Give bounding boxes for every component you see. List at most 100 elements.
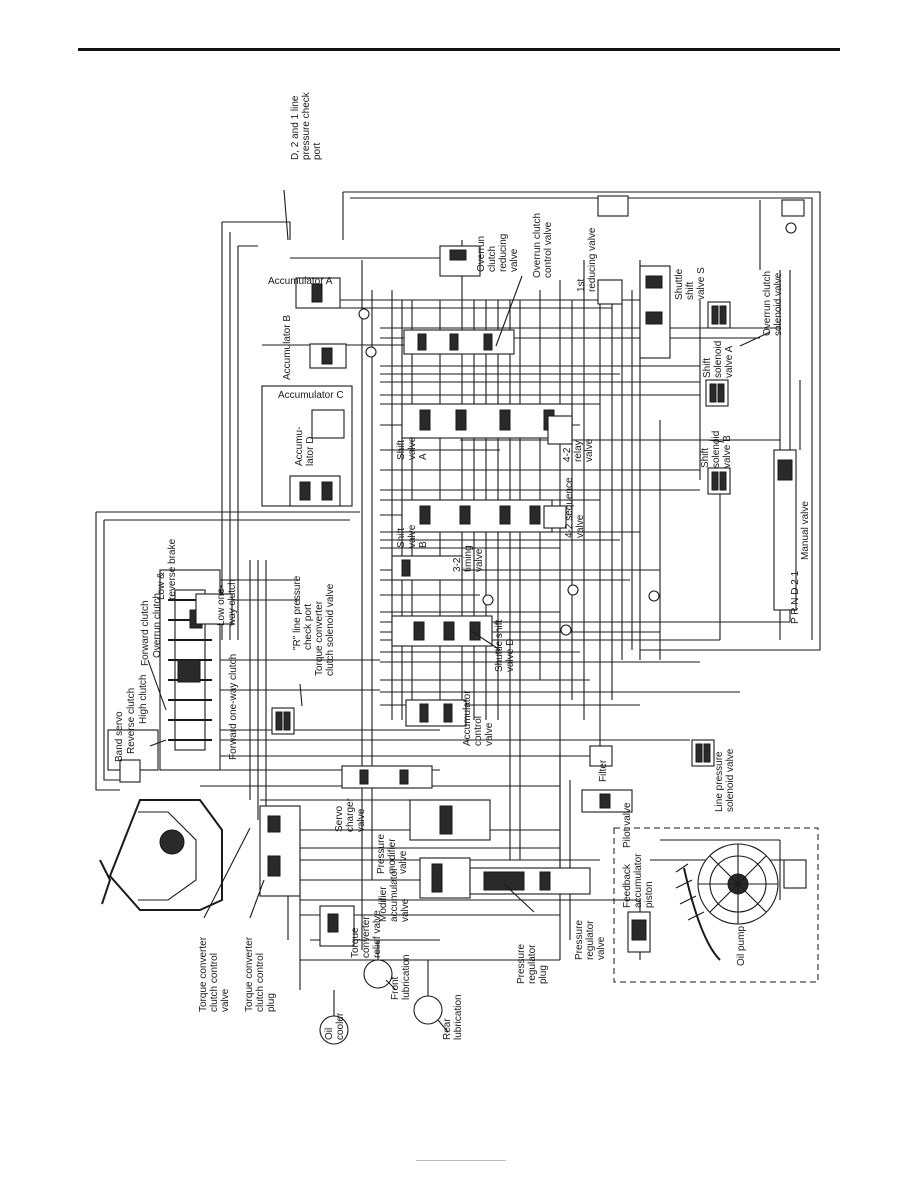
label-reverse-clutch: Reverse clutch bbox=[126, 688, 137, 754]
svg-text:converter: converter bbox=[361, 916, 372, 958]
svg-text:1st: 1st bbox=[576, 278, 587, 292]
svg-text:Oil pump: Oil pump bbox=[736, 926, 747, 966]
svg-text:solenoid: solenoid bbox=[713, 341, 724, 378]
svg-text:4-2 sequence: 4-2 sequence bbox=[564, 477, 575, 538]
svg-text:B: B bbox=[418, 541, 429, 548]
svg-text:valve: valve bbox=[484, 722, 495, 746]
label-accumulator-control-valve: Accumulator control valve bbox=[462, 690, 495, 746]
label-forward-one-way-clutch: Forward one-way clutch bbox=[228, 654, 239, 760]
label-relay-valve-4-2: 4-2 relay valve bbox=[562, 438, 595, 462]
svg-text:Filter: Filter bbox=[598, 759, 609, 782]
svg-text:control valve: control valve bbox=[543, 221, 554, 278]
page-header-rule bbox=[78, 48, 840, 51]
svg-text:Reverse clutch: Reverse clutch bbox=[126, 688, 137, 754]
svg-text:valve: valve bbox=[400, 898, 411, 922]
lubrication-circuits bbox=[319, 940, 443, 1045]
label-forward-clutch: Forward clutch bbox=[140, 600, 151, 666]
svg-text:High clutch: High clutch bbox=[138, 675, 149, 724]
label-modifier-accumulator-valve: Modifier accumulator valve bbox=[378, 867, 411, 922]
label-overrun-clutch: Overrun clutch bbox=[152, 593, 163, 658]
svg-text:Shift: Shift bbox=[396, 440, 407, 460]
svg-text:clutch: clutch bbox=[487, 246, 498, 272]
svg-text:Servo: Servo bbox=[334, 805, 345, 832]
svg-text:Oil: Oil bbox=[324, 1028, 335, 1040]
svg-text:relay: relay bbox=[573, 440, 584, 462]
label-line-pressure-solenoid-valve: Line pressure solenoid valve bbox=[714, 748, 736, 812]
label-torque-converter-clutch-solenoid-valve: Torque converter clutch solenoid valve bbox=[314, 583, 336, 676]
svg-text:Pressure: Pressure bbox=[574, 920, 585, 960]
label-shuttle-shift-valve-d: Shuttle shift valve D bbox=[494, 620, 516, 672]
label-overrun-clutch-solenoid-valve: Overrun clutch solenoid valve bbox=[762, 271, 784, 336]
svg-text:reducing valve: reducing valve bbox=[587, 227, 598, 292]
svg-text:Shuttle: Shuttle bbox=[674, 268, 685, 300]
svg-text:valve B: valve B bbox=[722, 435, 733, 468]
svg-text:Feedback: Feedback bbox=[622, 863, 633, 908]
label-shift-solenoid-valve-a: Shift solenoid valve A bbox=[702, 341, 735, 378]
svg-text:valve: valve bbox=[407, 524, 418, 548]
svg-text:4-2: 4-2 bbox=[562, 447, 573, 462]
svg-text:plug: plug bbox=[538, 965, 549, 984]
svg-text:Accumulator B: Accumulator B bbox=[282, 315, 293, 380]
svg-text:valve: valve bbox=[220, 988, 231, 1012]
svg-text:valve: valve bbox=[509, 248, 520, 272]
svg-text:modifier: modifier bbox=[387, 838, 398, 874]
svg-text:valve: valve bbox=[596, 936, 607, 960]
label-shift-solenoid-valve-b: Shift solenoid valve B bbox=[700, 431, 733, 468]
svg-text:Accumu-: Accumu- bbox=[294, 427, 305, 466]
svg-text:solenoid: solenoid bbox=[711, 431, 722, 468]
label-rear-lubrication: Rear lubrication bbox=[442, 994, 464, 1040]
label-feedback-accumulator-piston: Feedback accumulator piston bbox=[622, 853, 655, 908]
clutch-pack-section bbox=[107, 569, 233, 783]
svg-text:lubrication: lubrication bbox=[453, 994, 464, 1040]
label-low-reverse-brake: Low & reverse brake bbox=[156, 538, 178, 600]
svg-text:timing: timing bbox=[463, 545, 474, 572]
svg-text:clutch solenoid valve: clutch solenoid valve bbox=[325, 583, 336, 676]
svg-text:solenoid valve: solenoid valve bbox=[725, 748, 736, 812]
hydraulic-passages bbox=[95, 191, 821, 990]
svg-text:valve: valve bbox=[356, 808, 367, 832]
label-shift-valve-a: Shift valve A bbox=[396, 436, 429, 460]
label-pressure-regulator-valve: Pressure regulator valve bbox=[574, 920, 607, 960]
svg-text:valve A: valve A bbox=[724, 345, 735, 378]
svg-text:valve: valve bbox=[474, 548, 485, 572]
svg-text:Overrun: Overrun bbox=[476, 236, 487, 272]
svg-text:cooler: cooler bbox=[335, 1012, 346, 1040]
svg-text:valve: valve bbox=[584, 438, 595, 462]
svg-text:3-2: 3-2 bbox=[452, 557, 463, 572]
label-overrun-clutch-reducing-valve: Overrun clutch reducing valve bbox=[476, 234, 520, 272]
svg-text:Forward one-way clutch: Forward one-way clutch bbox=[228, 654, 239, 760]
label-accumulator-a: Accumulator A bbox=[268, 276, 333, 287]
svg-text:pressure check: pressure check bbox=[301, 91, 312, 160]
svg-text:regulator: regulator bbox=[527, 944, 538, 984]
label-oil-cooler: Oil cooler bbox=[324, 1012, 346, 1040]
page-footer-mark bbox=[416, 1160, 506, 1161]
svg-text:valve: valve bbox=[575, 514, 586, 538]
svg-text:valve S: valve S bbox=[696, 267, 707, 300]
svg-text:solenoid valve: solenoid valve bbox=[773, 272, 784, 336]
svg-text:piston: piston bbox=[644, 881, 655, 908]
label-sequence-valve-4-2: 4-2 sequence valve bbox=[564, 477, 586, 538]
svg-text:Manual valve: Manual valve bbox=[800, 501, 811, 560]
svg-text:Torque converter: Torque converter bbox=[244, 936, 255, 1012]
label-servo-charger-valve: Servo charger valve bbox=[334, 797, 367, 832]
label-accumulator-d: Accumu- lator D bbox=[294, 427, 316, 466]
svg-text:Torque converter: Torque converter bbox=[314, 600, 325, 676]
label-pressure-modifier-valve: Pressure modifier valve bbox=[376, 834, 409, 874]
svg-text:Shift: Shift bbox=[700, 448, 711, 468]
svg-text:shift: shift bbox=[685, 281, 696, 300]
label-pressure-regulator-plug: Pressure regulator plug bbox=[516, 944, 549, 984]
svg-text:charger: charger bbox=[345, 797, 356, 832]
label-accumulator-b: Accumulator B bbox=[282, 315, 293, 380]
svg-text:"R" line pressure: "R" line pressure bbox=[292, 575, 303, 650]
svg-text:Pressure: Pressure bbox=[516, 944, 527, 984]
label-d2-check-port: D, 2 and 1 line pressure check port bbox=[290, 91, 323, 160]
valve-bodies bbox=[259, 195, 807, 953]
svg-text:way clutch: way clutch bbox=[227, 579, 238, 627]
label-torque-converter-clutch-control-valve: Torque converter clutch control valve bbox=[198, 936, 231, 1012]
svg-text:lator D: lator D bbox=[305, 437, 316, 466]
svg-text:reverse brake: reverse brake bbox=[167, 538, 178, 600]
svg-text:Forward clutch: Forward clutch bbox=[140, 600, 151, 666]
svg-text:control: control bbox=[473, 716, 484, 746]
svg-text:clutch control: clutch control bbox=[255, 953, 266, 1012]
svg-text:Pressure: Pressure bbox=[376, 834, 387, 874]
